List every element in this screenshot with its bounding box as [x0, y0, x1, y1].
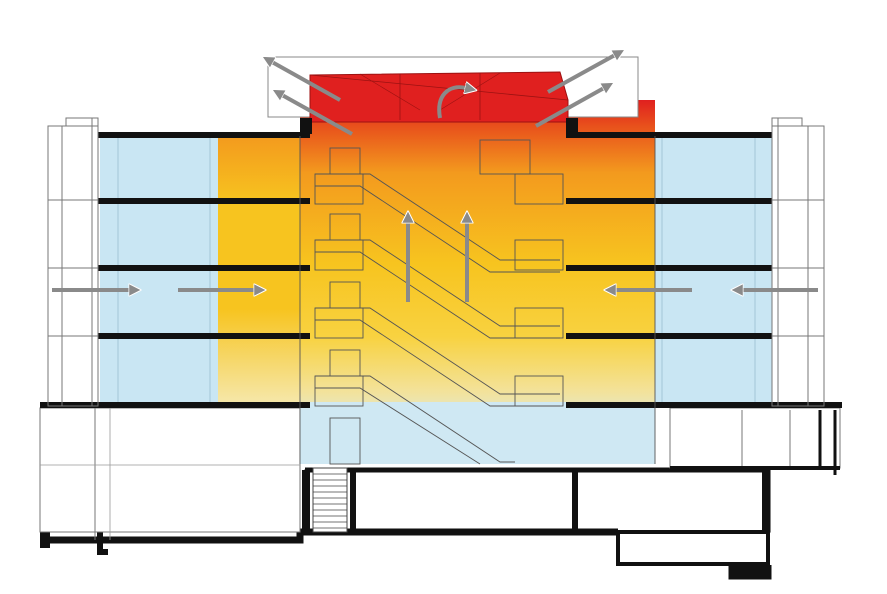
recirculation-arrow-icon [437, 87, 466, 119]
basement-stair [312, 467, 348, 533]
exhaust-arrow-icon [272, 62, 341, 102]
exhaust-arrows [272, 55, 615, 136]
facade-right [771, 117, 825, 407]
facade-left [47, 117, 99, 407]
exhaust-arrow-icon [547, 55, 615, 94]
rooftop-plenum [267, 56, 639, 134]
rising-air-arrows [408, 222, 467, 302]
ground-floor [39, 407, 841, 540]
atrium-stairs [299, 136, 656, 465]
exhaust-arrow-icon [282, 95, 353, 136]
recirculation-arrow [437, 87, 466, 119]
exhaust-arrow-icon [535, 88, 604, 128]
floor-slabs [40, 132, 842, 408]
